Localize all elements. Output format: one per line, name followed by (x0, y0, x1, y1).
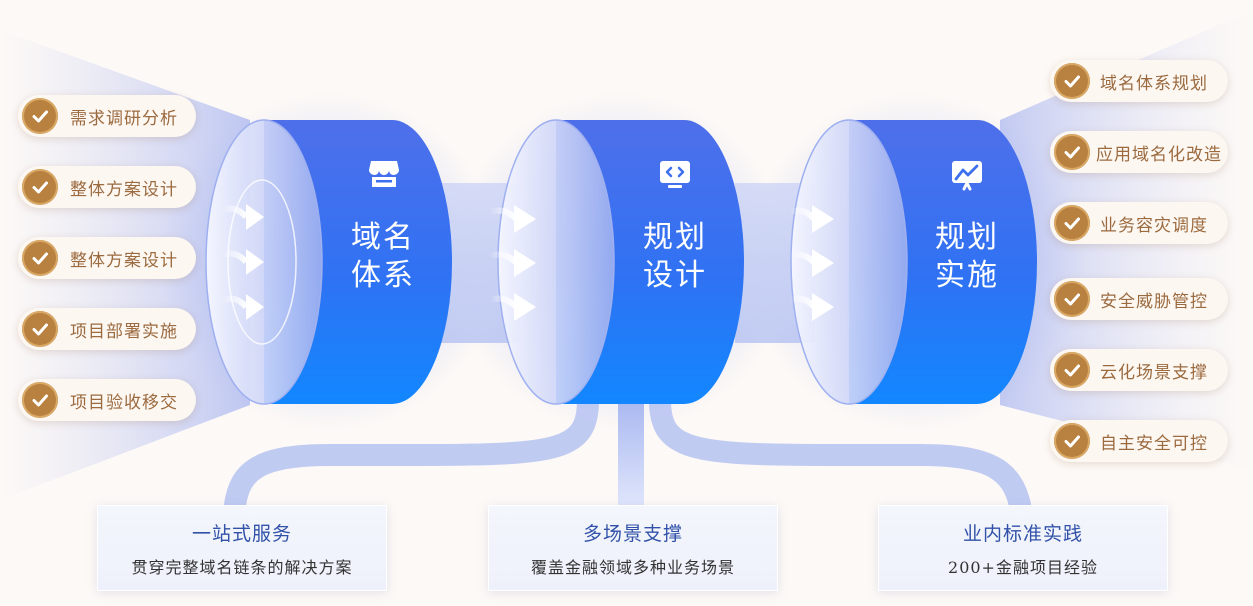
card-multi-scenario: 多场景支撑 覆盖金融领域多种业务场景 (488, 505, 778, 591)
drum-2-line2: 设计 (643, 258, 707, 293)
right-item-label: 业务容灾调度 (1100, 215, 1208, 236)
flow-arrows-3 (788, 205, 834, 321)
check-icon (1054, 423, 1090, 459)
check-icon (22, 169, 58, 205)
check-icon (22, 240, 58, 276)
left-item-label: 整体方案设计 (70, 179, 178, 200)
left-item-label: 需求调研分析 (70, 108, 178, 129)
right-item-3: 业务容灾调度 (1050, 202, 1228, 244)
right-item-6: 自主安全可控 (1050, 420, 1228, 462)
right-item-1: 域名体系规划 (1050, 60, 1228, 102)
chart-screen-icon (950, 157, 984, 191)
right-item-label: 云化场景支撑 (1100, 362, 1208, 383)
check-icon (22, 311, 58, 347)
left-item-label: 项目部署实施 (70, 321, 178, 342)
drum-1-line2: 体系 (351, 258, 415, 293)
right-item-4: 安全威胁管控 (1050, 278, 1228, 320)
store-icon (367, 157, 401, 191)
card-title: 业内标准实践 (962, 522, 1083, 545)
check-icon (1054, 134, 1090, 170)
left-item-label: 项目验收移交 (70, 392, 178, 413)
left-item-3: 整体方案设计 (18, 237, 196, 279)
flow-arrows-1 (220, 204, 264, 320)
left-item-2: 整体方案设计 (18, 166, 196, 208)
left-item-1: 需求调研分析 (18, 95, 196, 137)
card-title: 一站式服务 (191, 522, 292, 545)
card-subtitle: 贯穿完整域名链条的解决方案 (131, 557, 353, 577)
drum-2-line1: 规划 (643, 220, 707, 255)
check-icon (22, 382, 58, 418)
left-item-label: 整体方案设计 (70, 250, 178, 271)
left-item-4: 项目部署实施 (18, 308, 196, 350)
drum-3-line1: 规划 (935, 220, 999, 255)
check-icon (22, 98, 58, 134)
check-icon (1054, 281, 1090, 317)
drum-3-line2: 实施 (935, 258, 999, 293)
right-item-label: 应用域名化改造 (1096, 144, 1222, 165)
right-item-label: 安全威胁管控 (1100, 291, 1208, 312)
right-item-label: 域名体系规划 (1100, 73, 1208, 94)
drum-2-label: 规划 设计 (630, 219, 720, 295)
card-title: 多场景支撑 (582, 522, 683, 545)
drum-3-label: 规划 实施 (922, 219, 1012, 295)
check-icon (1054, 63, 1090, 99)
pipe-left (224, 389, 599, 516)
card-industry-practice: 业内标准实践 200+金融项目经验 (878, 505, 1168, 591)
drum-3 (790, 119, 1037, 405)
right-item-5: 云化场景支撑 (1050, 349, 1228, 391)
drum-2 (497, 119, 744, 405)
card-one-stop-service: 一站式服务 贯穿完整域名链条的解决方案 (97, 505, 387, 591)
drum-1-line1: 域名 (351, 220, 415, 255)
pipe-right (649, 389, 1031, 516)
drum-1-label: 域名 体系 (338, 219, 428, 295)
card-subtitle: 覆盖金融领域多种业务场景 (530, 557, 735, 577)
flow-arrows-2 (489, 205, 536, 321)
left-item-5: 项目验收移交 (18, 379, 196, 421)
right-item-label: 自主安全可控 (1100, 433, 1208, 454)
code-screen-icon (658, 157, 692, 191)
check-icon (1054, 352, 1090, 388)
check-icon (1054, 205, 1090, 241)
right-item-2: 应用域名化改造 (1050, 131, 1228, 173)
card-subtitle: 200+金融项目经验 (948, 557, 1098, 577)
pipe-center (618, 400, 644, 505)
